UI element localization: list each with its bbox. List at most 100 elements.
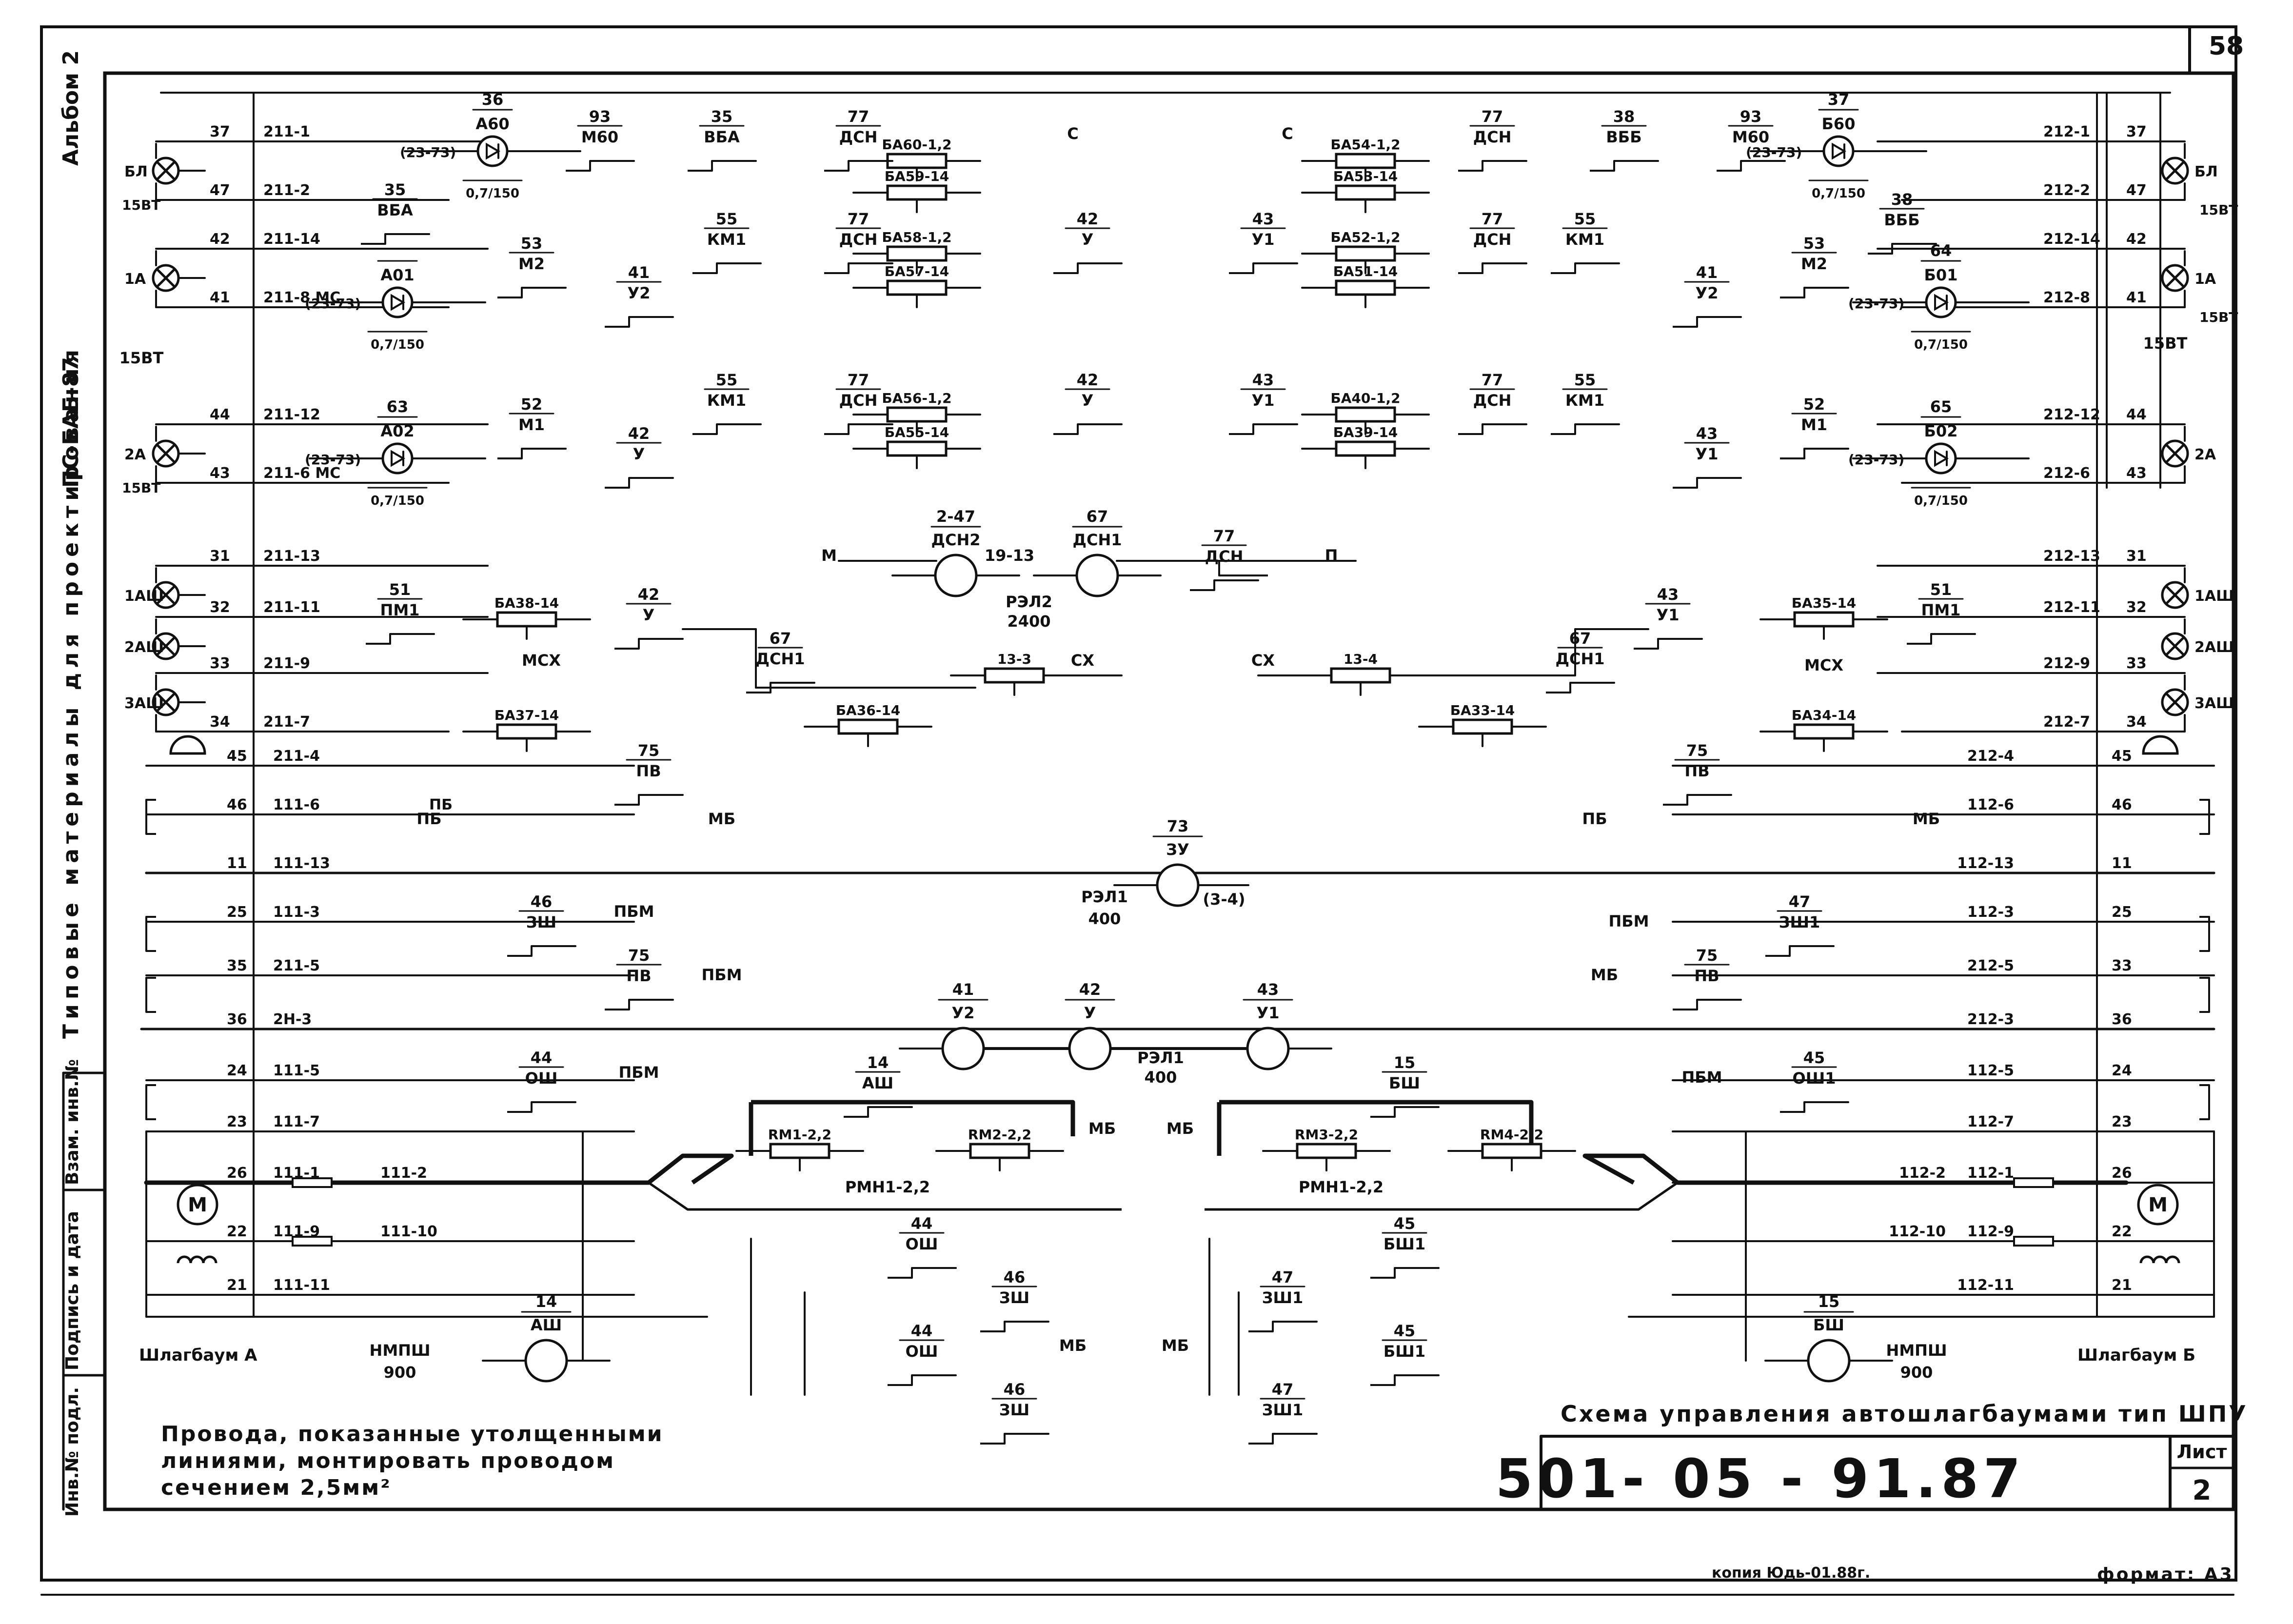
circuit-label: 400	[1145, 1068, 1177, 1087]
indicator-icon	[381, 442, 414, 475]
wire-label: 112-11	[1957, 1277, 2014, 1294]
relay-name: ДСН	[1473, 391, 1512, 410]
relay-name: ПМ1	[380, 601, 420, 619]
relay-contact	[1458, 262, 1502, 274]
relay-coil-name: У	[1084, 1004, 1096, 1022]
relay-name: ДСН	[1473, 128, 1512, 146]
wire-label: 111-2	[380, 1165, 427, 1182]
resistor-label: БА55-14	[885, 424, 949, 440]
relay-name: У	[1082, 230, 1094, 249]
diode-icon	[486, 142, 500, 160]
relay-contact	[844, 1106, 888, 1118]
circuit-label: М	[821, 546, 837, 565]
resistor-icon	[886, 406, 948, 423]
indicator-icon	[381, 286, 414, 318]
relay-contact	[824, 423, 868, 435]
relay-number: 53	[1803, 234, 1825, 253]
wire-label: 111-5	[273, 1062, 320, 1079]
relay-contact	[1229, 423, 1273, 435]
relay-contact	[688, 160, 731, 172]
relay-name: У	[643, 606, 655, 624]
lamp-symbol	[2161, 581, 2189, 609]
component-name: А02	[380, 422, 414, 440]
resistor-icon	[886, 245, 948, 262]
circuit-label: ПБМ	[701, 966, 742, 984]
copy-note: копия Юдь-01.88г.	[1712, 1565, 1870, 1582]
lamp-symbol	[152, 632, 180, 660]
relay-number: 55	[1574, 210, 1596, 228]
resistor-icon	[1335, 406, 1396, 423]
wire-label: 111-11	[273, 1277, 330, 1294]
inner-border	[103, 71, 2235, 1511]
relay-number: 43	[1696, 424, 1718, 443]
relay-number: 55	[716, 210, 738, 228]
relay-contact-label: 42У	[1053, 371, 1123, 435]
relay-contact	[1663, 794, 1707, 806]
resistor-icon	[1335, 153, 1396, 169]
circuit-label: 19-13	[985, 546, 1034, 565]
wire-label: 212-13	[2043, 548, 2100, 565]
lamp-label: 1А	[2194, 271, 2216, 288]
resistor-symbol: БА56-1,2	[852, 390, 981, 435]
lamp-cross	[156, 636, 176, 656]
relay-name: ДСН	[839, 391, 878, 410]
circuit-label: 15ВТ	[119, 349, 164, 367]
wiring-layer	[140, 92, 2215, 1396]
wire-label: 112-9	[1967, 1223, 2014, 1240]
relay-name: БШ	[1389, 1074, 1420, 1092]
relay-name: У1	[1696, 445, 1719, 463]
fuse-link	[292, 1177, 333, 1188]
note-line-2: линиями, монтировать проводом	[161, 1448, 615, 1473]
switch-bracket	[145, 977, 156, 1013]
wire-label: 32	[2126, 599, 2147, 616]
wire-label: 36	[227, 1011, 247, 1028]
gate-a-label: Шлагбаум А	[139, 1346, 257, 1365]
relay-coil-name: ДСН1	[1072, 531, 1122, 549]
coil-icon	[177, 1255, 192, 1264]
circuit-label: ПБМ	[613, 902, 654, 921]
wire-label: 31	[2126, 548, 2147, 565]
wire-label: 33	[210, 655, 230, 672]
wire-label: 112-13	[1957, 855, 2014, 872]
drawing-frame	[40, 25, 2237, 1596]
wire-label: 112-6	[1967, 796, 2014, 813]
wire-label: 112-10	[1889, 1223, 1946, 1240]
resistor-label: БА60-1,2	[882, 137, 951, 153]
lamp-label: 3АШ	[2194, 695, 2234, 712]
relay-number: 47	[1789, 892, 1811, 911]
relay-name: М1	[1801, 416, 1827, 434]
wire-label: 211-7	[263, 713, 310, 731]
relay-name: ЗШ	[999, 1401, 1029, 1419]
component-name: А01	[380, 266, 414, 284]
relay-name: ВББ	[1606, 128, 1641, 146]
bell-icon	[169, 735, 206, 755]
circuit-label: П	[1325, 546, 1338, 565]
relay-contact	[692, 262, 736, 274]
resistor-label: RМ3-2,2	[1295, 1127, 1358, 1143]
circuit-label: ПБМ	[618, 1063, 659, 1082]
resistor-label: 13-4	[1344, 651, 1378, 667]
relay-number: 42	[1077, 210, 1099, 228]
component-rating: 0,7/150	[466, 186, 519, 201]
wire-label: 24	[2112, 1062, 2132, 1079]
diode-icon	[391, 450, 405, 467]
component-code: (23-73)	[1746, 144, 1802, 160]
wire-label: 212-6	[2043, 465, 2090, 482]
relay-number: 42	[1077, 371, 1099, 389]
wire-label: 42	[2126, 231, 2147, 248]
resistor-label: БА53-14	[1333, 168, 1398, 184]
relay-contact	[1780, 287, 1824, 298]
circuit-label: 400	[1088, 910, 1121, 928]
switch-bracket	[2199, 916, 2210, 952]
wire-label: 22	[2112, 1223, 2132, 1240]
